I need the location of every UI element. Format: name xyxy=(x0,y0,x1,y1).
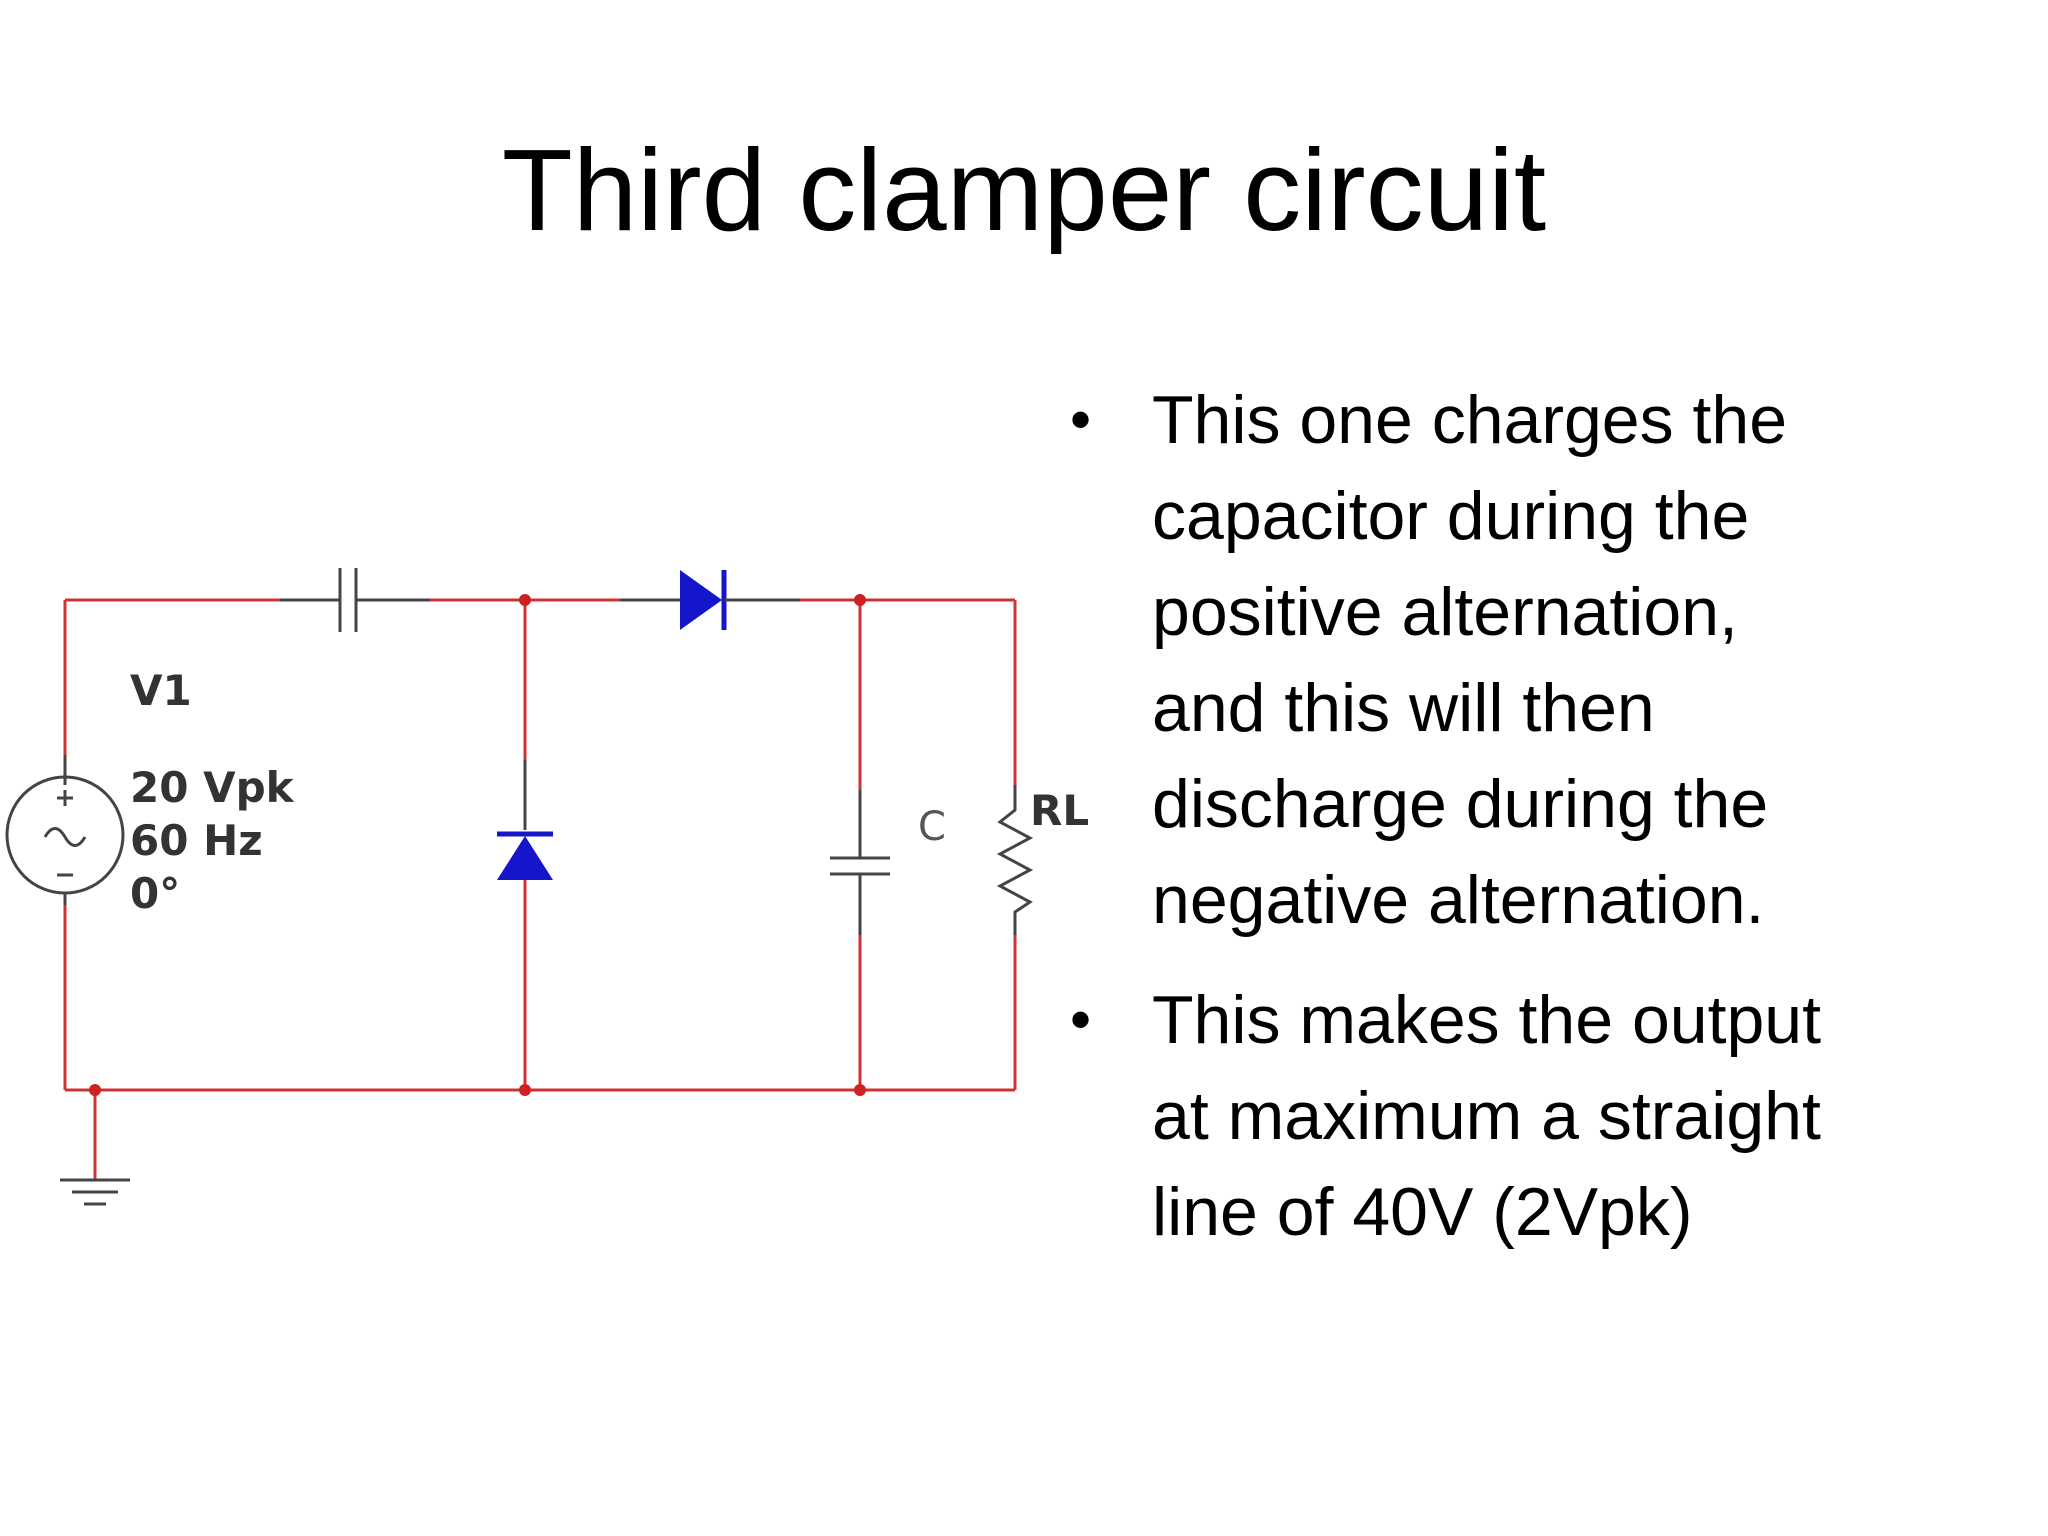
shunt-diode-icon xyxy=(497,760,553,880)
capacitor-c xyxy=(830,790,890,935)
bullet-list: • This one charges the capacitor during … xyxy=(1060,372,2000,1284)
series-capacitor xyxy=(280,568,430,632)
load-resistor-icon xyxy=(996,785,1034,935)
circuit-nodes xyxy=(89,594,866,1096)
load-resistor-label: RL xyxy=(1030,786,1089,835)
clamper-circuit-diagram: C RL V1 20 Vpk 60 Hz 0° xyxy=(5,568,1089,1206)
bullet-line: This makes the output xyxy=(1152,982,1822,1058)
bullet-line: and this will then xyxy=(1152,670,1655,746)
ground-icon xyxy=(60,1178,130,1206)
source-name: V1 xyxy=(130,666,192,715)
bullet-line: positive alternation, xyxy=(1152,574,1738,650)
bullet-dot-icon: • xyxy=(1070,386,1092,453)
source-amplitude: 20 Vpk xyxy=(130,763,295,812)
ac-source-icon xyxy=(5,755,125,905)
bullet-line: line of 40V (2Vpk) xyxy=(1152,1174,1693,1250)
bullet-line: This one charges the xyxy=(1152,382,1788,458)
capacitor-label: C xyxy=(918,804,946,850)
slide-title: Third clamper circuit xyxy=(501,125,1547,255)
bullet-dot-icon: • xyxy=(1070,986,1092,1053)
circuit-wires xyxy=(63,598,1017,1180)
source-frequency: 60 Hz xyxy=(130,816,263,865)
bullet-line: at maximum a straight xyxy=(1152,1078,1821,1154)
bullet-line: negative alternation. xyxy=(1152,862,1765,938)
bullet-item: • This one charges the capacitor during … xyxy=(1060,372,2000,948)
bullet-item: • This makes the output at maximum a str… xyxy=(1060,972,2000,1260)
source-phase: 0° xyxy=(130,869,180,918)
bullet-line: capacitor during the xyxy=(1152,478,1750,554)
series-diode-icon xyxy=(620,570,800,630)
bullet-line: discharge during the xyxy=(1152,766,1769,842)
